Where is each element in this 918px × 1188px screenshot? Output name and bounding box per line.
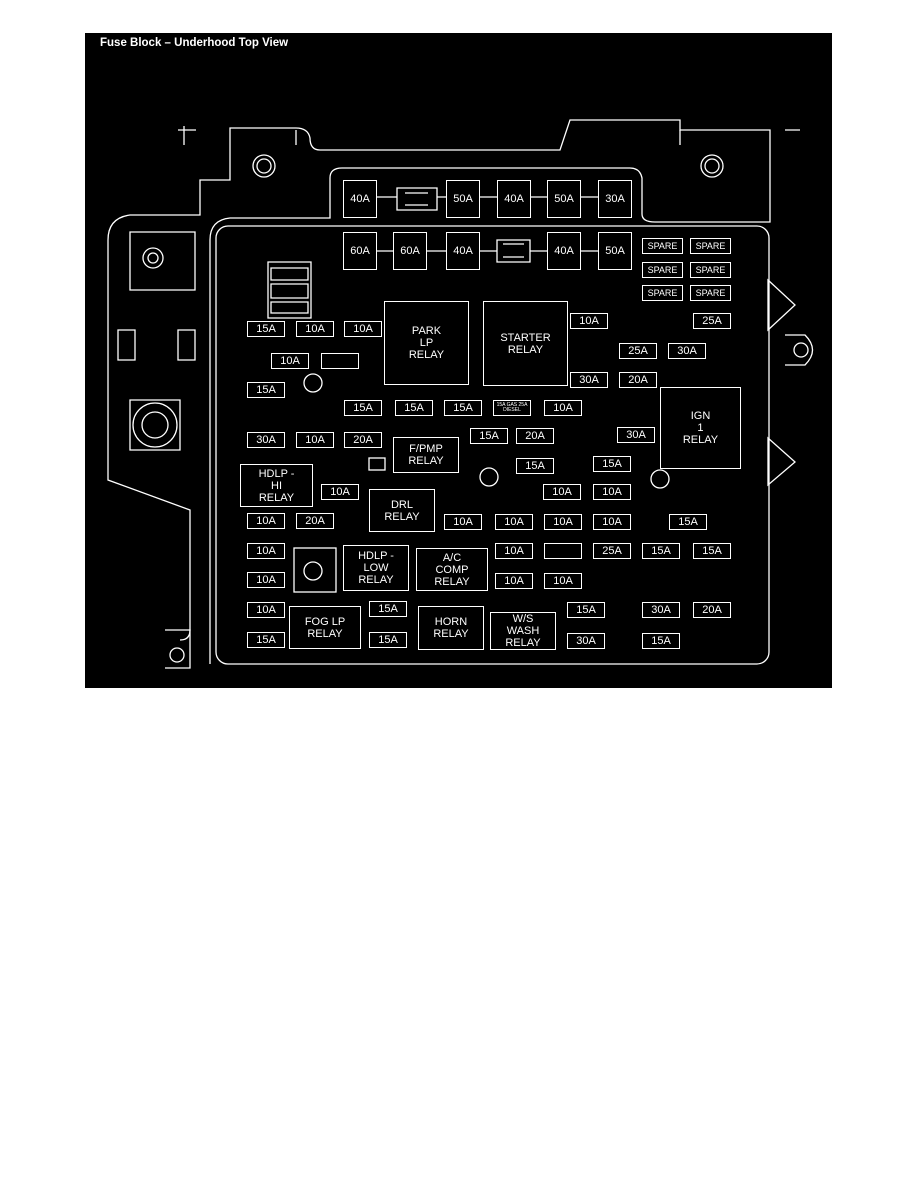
- mini-fuse: 10A: [543, 484, 581, 500]
- mini-fuse: 25A: [619, 343, 657, 359]
- relay: HORN RELAY: [418, 606, 484, 650]
- maxi-fuse: 40A: [446, 232, 480, 270]
- maxi-fuse: 30A: [598, 180, 632, 218]
- mini-fuse: 10A: [570, 313, 608, 329]
- mini-fuse: 15A: [247, 632, 285, 648]
- mini-fuse: 20A: [296, 513, 334, 529]
- mini-fuse: 10A: [495, 514, 533, 530]
- mini-fuse: 15A: [470, 428, 508, 444]
- maxi-fuse: 60A: [343, 232, 377, 270]
- spare-fuse-slot: SPARE: [690, 238, 731, 254]
- mini-fuse: 30A: [567, 633, 605, 649]
- maxi-fuse: 40A: [547, 232, 581, 270]
- relay: DRL RELAY: [369, 489, 435, 532]
- mini-fuse: 10A: [271, 353, 309, 369]
- relay: HDLP - LOW RELAY: [343, 545, 409, 591]
- relay: W/S WASH RELAY: [490, 612, 556, 650]
- mini-fuse: 10A: [247, 513, 285, 529]
- mini-fuse: 10A: [247, 602, 285, 618]
- mini-fuse: 25A: [693, 313, 731, 329]
- mini-fuse: 15A: [693, 543, 731, 559]
- mini-fuse: 10A: [495, 573, 533, 589]
- mini-fuse: 30A: [570, 372, 608, 388]
- mini-fuse: 15A: [369, 601, 407, 617]
- mini-fuse: 30A: [247, 432, 285, 448]
- mini-fuse: 10A: [544, 400, 582, 416]
- maxi-fuse: 50A: [446, 180, 480, 218]
- mini-fuse: 10A: [593, 514, 631, 530]
- mini-fuse: 20A: [344, 432, 382, 448]
- mini-fuse: 10A: [544, 514, 582, 530]
- mini-fuse: 15A: [395, 400, 433, 416]
- mini-fuse: 20A: [693, 602, 731, 618]
- spare-fuse-slot: SPARE: [642, 238, 683, 254]
- mini-fuse: 10A: [495, 543, 533, 559]
- mini-fuse: 15A: [247, 382, 285, 398]
- relay: FOG LP RELAY: [289, 606, 361, 649]
- mini-fuse: 20A: [619, 372, 657, 388]
- mini-fuse: 15A: [369, 632, 407, 648]
- relay: PARK LP RELAY: [384, 301, 469, 385]
- mini-fuse: 15A: [444, 400, 482, 416]
- mini-fuse: 15A: [642, 543, 680, 559]
- mini-fuse: 15A: [642, 633, 680, 649]
- mini-fuse: 10A: [247, 572, 285, 588]
- mini-fuse: 30A: [642, 602, 680, 618]
- mini-fuse: 15A GAS 25A DIESEL: [493, 400, 531, 416]
- mini-fuse: 10A: [593, 484, 631, 500]
- relay: A/C COMP RELAY: [416, 548, 488, 591]
- mini-fuse: 10A: [444, 514, 482, 530]
- mini-fuse: 15A: [593, 456, 631, 472]
- mini-fuse: 15A: [669, 514, 707, 530]
- mini-fuse: 10A: [544, 573, 582, 589]
- mini-fuse: 15A: [567, 602, 605, 618]
- maxi-fuse: 40A: [497, 180, 531, 218]
- maxi-fuse: 50A: [598, 232, 632, 270]
- mini-fuse: 10A: [321, 484, 359, 500]
- diagram-title: Fuse Block – Underhood Top View: [100, 37, 289, 49]
- mini-fuse: 30A: [668, 343, 706, 359]
- mini-fuse: 15A: [344, 400, 382, 416]
- relay: F/PMP RELAY: [393, 437, 459, 473]
- mini-fuse: [544, 543, 582, 559]
- relay: IGN 1 RELAY: [660, 387, 741, 469]
- mini-fuse: 10A: [296, 321, 334, 337]
- mini-fuse: 10A: [344, 321, 382, 337]
- spare-fuse-slot: SPARE: [642, 285, 683, 301]
- maxi-fuse: 50A: [547, 180, 581, 218]
- mini-fuse: 10A: [247, 543, 285, 559]
- mini-fuse: 15A: [516, 458, 554, 474]
- mini-fuse: [321, 353, 359, 369]
- fuse-block-diagram: [85, 33, 832, 688]
- fuse-block-outline: [107, 119, 814, 669]
- relay: STARTER RELAY: [483, 301, 568, 386]
- maxi-fuse: 60A: [393, 232, 427, 270]
- relay: HDLP - HI RELAY: [240, 464, 313, 507]
- maxi-fuse: 40A: [343, 180, 377, 218]
- spare-fuse-slot: SPARE: [642, 262, 683, 278]
- mini-fuse: 30A: [617, 427, 655, 443]
- mini-fuse: 20A: [516, 428, 554, 444]
- mini-fuse: 15A: [247, 321, 285, 337]
- mini-fuse: 10A: [296, 432, 334, 448]
- spare-fuse-slot: SPARE: [690, 262, 731, 278]
- spare-fuse-slot: SPARE: [690, 285, 731, 301]
- mini-fuse: 25A: [593, 543, 631, 559]
